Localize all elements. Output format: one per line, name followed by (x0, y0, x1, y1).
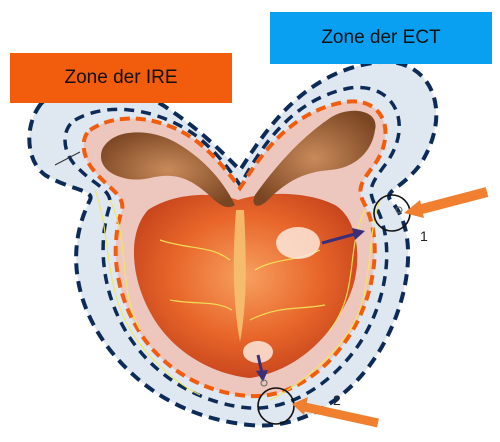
spread-arrow-lower (256, 354, 268, 382)
tumor-upper-right (276, 227, 320, 259)
seminal-vesicle-left (100, 132, 235, 208)
ect-inner-outline (63, 85, 402, 410)
marker-1-label: 1 (420, 228, 428, 244)
pointer-arrow-1 (404, 187, 489, 218)
leader-line (54, 151, 81, 166)
ect-zone-label: Zone der ECT (270, 12, 492, 64)
target-dot-2 (260, 379, 268, 387)
spread-arrow-upper (321, 228, 365, 245)
ect-zone-text: Zone der ECT (321, 27, 441, 48)
urethra (233, 210, 246, 342)
tumor-lower (243, 341, 273, 363)
seminal-vesicle-right (253, 110, 376, 206)
target-dot-1 (395, 206, 403, 214)
neurovascular-bundles (94, 189, 381, 401)
ire-zone-text: Zone der IRE (64, 67, 178, 88)
ire-zone-outline (81, 99, 388, 399)
ire-zone-label: Zone der IRE (10, 53, 232, 103)
pointer-arrow-2 (292, 397, 379, 428)
marker-2-label: 2 (333, 392, 341, 408)
target-circle-2 (257, 387, 295, 425)
